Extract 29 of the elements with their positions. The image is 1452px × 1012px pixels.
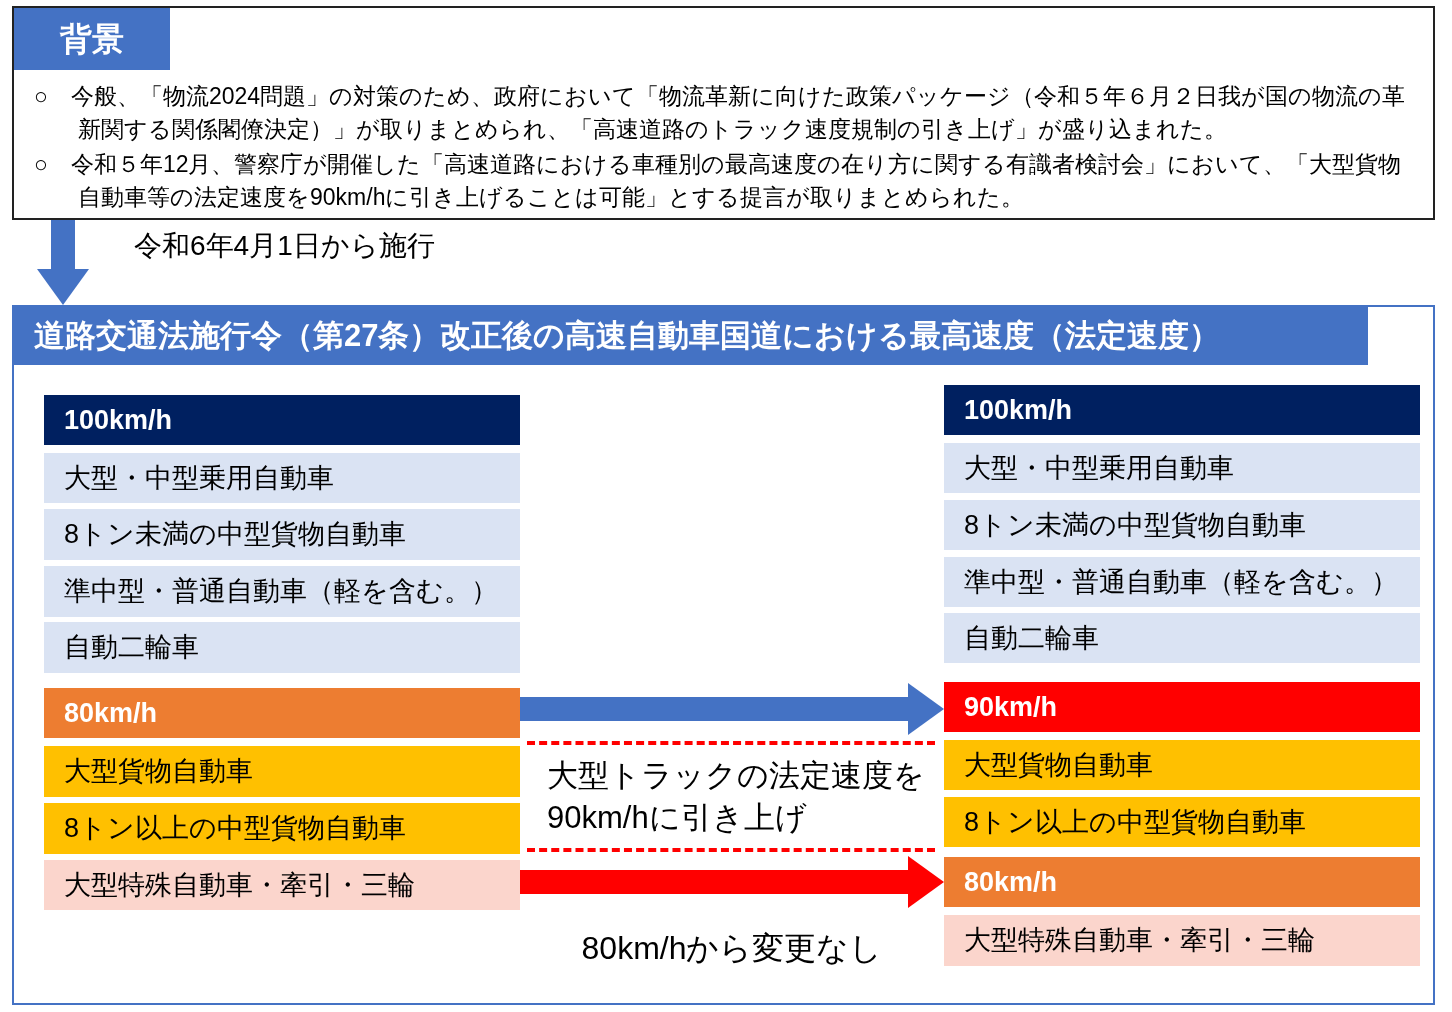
vehicle-row: 8トン以上の中型貨物自動車 bbox=[944, 797, 1420, 847]
vehicle-row: 8トン以上の中型貨物自動車 bbox=[44, 803, 520, 854]
speed-header: 80km/h bbox=[44, 688, 520, 738]
vehicle-row: 8トン未満の中型貨物自動車 bbox=[944, 500, 1420, 550]
vehicle-row: 準中型・普通自動車（軽を含む。） bbox=[44, 566, 520, 617]
vehicle-row: 大型特殊自動車・牽引・三輪 bbox=[44, 860, 520, 910]
result-panel bbox=[12, 305, 1435, 1005]
speed-header: 100km/h bbox=[44, 395, 520, 445]
vehicle-row: 自動二輪車 bbox=[44, 622, 520, 673]
speed-header: 100km/h bbox=[944, 385, 1420, 435]
background-box bbox=[12, 6, 1435, 220]
vehicle-row: 大型・中型乗用自動車 bbox=[44, 453, 520, 503]
arrow bbox=[520, 856, 944, 908]
vehicle-row: 大型貨物自動車 bbox=[44, 746, 520, 797]
vehicle-row: 準中型・普通自動車（軽を含む。） bbox=[944, 557, 1420, 607]
arrow bbox=[37, 220, 89, 305]
background-paragraph: ○ 令和５年12月、警察庁が開催した「高速道路における車種別の最高速度の在り方に関する有識者検討会」において、「大型貨物自動車等の法定速度を90km/hに引き上げることは可能」とする提言が取りまとめられた。 bbox=[34, 150, 1403, 212]
vehicle-row: 8トン未満の中型貨物自動車 bbox=[44, 509, 520, 560]
vehicle-row: 大型特殊自動車・牽引・三輪 bbox=[944, 915, 1420, 966]
speed-header: 90km/h bbox=[944, 682, 1420, 732]
heading-tab: 背景 bbox=[14, 8, 170, 70]
vehicle-row: 大型貨物自動車 bbox=[944, 740, 1420, 790]
vehicle-row: 自動二輪車 bbox=[944, 613, 1420, 663]
arrow bbox=[520, 683, 944, 735]
speed-header: 80km/h bbox=[944, 857, 1420, 907]
vehicle-row: 大型・中型乗用自動車 bbox=[944, 443, 1420, 493]
background-paragraph: ○ 今般、「物流2024問題」の対策のため、政府において「物流革新に向けた政策パッケージ（令和５年６月２日我が国の物流の革新関する関係閣僚決定）」が取りまとめられ、「高速道路のトラック速度規制の引き上げ」が盛り込まれた。 bbox=[34, 82, 1407, 144]
panel-title: 道路交通法施行令（第27条）改正後の高速自動車国道における最高速度（法定速度） bbox=[14, 307, 1368, 365]
change-note: 大型トラックの法定速度を90km/hに引き上げ bbox=[527, 741, 935, 852]
